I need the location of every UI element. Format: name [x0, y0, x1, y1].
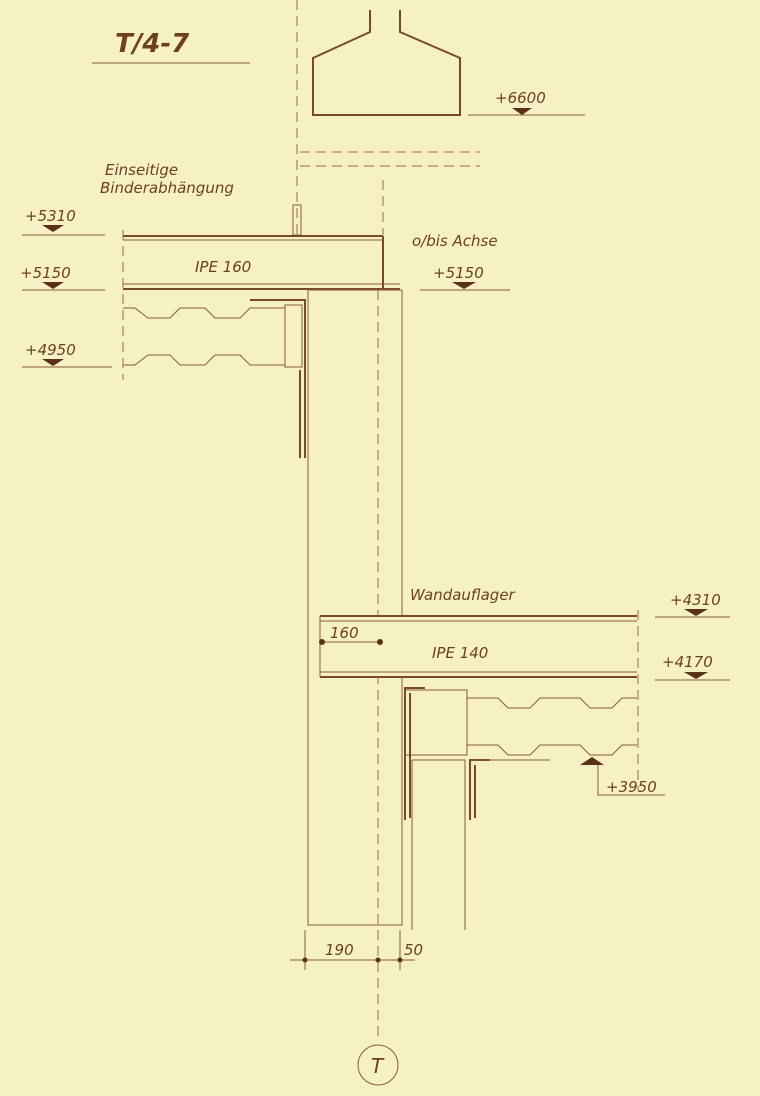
beam-lower-label: IPE 140 [432, 644, 488, 662]
level-leader [597, 765, 665, 796]
level-marker-icon [42, 359, 64, 366]
level-3950: +3950 [606, 778, 657, 796]
lower-wall-panel [404, 687, 637, 930]
dim-160: 160 [330, 624, 359, 642]
concrete-wall [307, 289, 403, 926]
level-6600: +6600 [495, 89, 546, 107]
column-cap [312, 10, 461, 116]
beam-ipe160 [122, 230, 400, 380]
note-line2: Binderabhängung [100, 179, 234, 197]
level-4170: +4170 [662, 653, 713, 671]
level-marker-icon [42, 225, 64, 232]
note-axis: o/bis Achse [412, 232, 498, 250]
beam-upper-label: IPE 160 [195, 258, 251, 276]
level-marker-icon [452, 282, 476, 289]
drawing-title: T/4-7 [115, 29, 190, 59]
level-marker-icon [42, 282, 64, 289]
level-4950: +4950 [25, 341, 76, 359]
level-marker-icon [684, 609, 708, 616]
level-5310: +5310 [25, 207, 76, 225]
beam-ipe140 [319, 610, 639, 790]
dim-190: 190 [325, 941, 354, 959]
dim-50: 50 [404, 941, 423, 959]
upper-wall-panel [123, 299, 306, 458]
axis-marker-circle [357, 1044, 399, 1086]
level-4310: +4310 [670, 591, 721, 609]
level-marker-icon [684, 672, 708, 679]
axis-marker-label: T [371, 1054, 385, 1078]
note-line1: Einseitige [105, 161, 178, 179]
level-marker-icon [512, 108, 532, 115]
support-marker-icon [580, 757, 604, 765]
dimension-line [290, 930, 415, 970]
note-support: Wandauflager [410, 586, 516, 604]
level-5150-left: +5150 [20, 264, 71, 282]
level-5150-right: +5150 [433, 264, 484, 282]
